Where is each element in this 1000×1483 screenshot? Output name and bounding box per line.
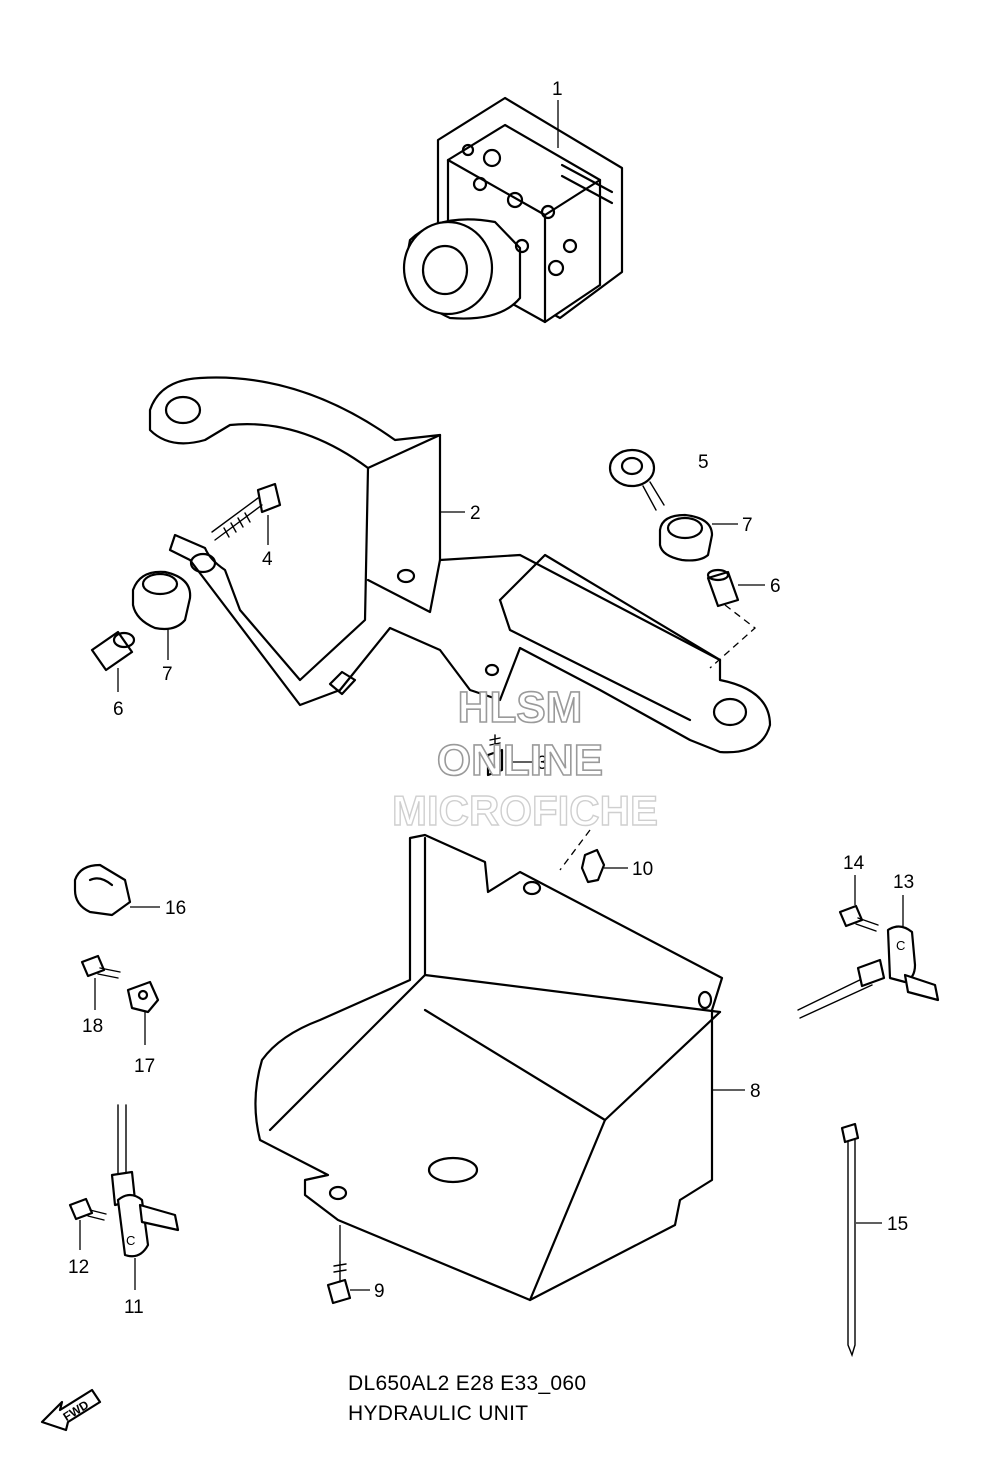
callout-17: 17 [134,1056,155,1077]
tray-part-8[interactable] [254,833,724,1302]
washer-bolt-part-5[interactable] [608,448,665,511]
callout-5: 5 [698,452,709,473]
wheel-sensor-part-13[interactable]: C [797,925,940,1019]
callout-1: 1 [552,79,563,100]
callout-18: 18 [82,1016,103,1037]
callout-15: 15 [887,1214,908,1235]
callout-7-left: 7 [162,664,173,685]
watermark-line-1: HLSM [458,683,583,732]
callout-8: 8 [750,1081,761,1102]
bolt-part-4[interactable] [211,482,282,541]
callout-10: 10 [632,859,653,880]
cable-tie-part-15[interactable] [840,1122,860,1358]
callout-11: 11 [124,1297,144,1318]
callout-3: 3 [537,753,548,774]
grommet-part-7-left[interactable] [131,570,192,631]
callout-12: 12 [68,1257,89,1278]
grommet-part-7-right[interactable] [658,513,714,562]
callout-14: 14 [843,853,865,874]
nut-part-17[interactable] [126,980,160,1014]
clamp-part-16[interactable] [73,863,132,917]
collar-part-6-left[interactable] [90,630,136,672]
bolt-part-12[interactable] [68,1197,107,1221]
svg-text:C: C [126,1233,135,1248]
diagram-code: DL650AL2 E28 E33_060 [348,1372,587,1395]
clip-part-10[interactable] [580,848,606,884]
hydraulic-unit-part-1[interactable] [402,96,624,324]
watermark-line-3: MICROFICHE [392,787,658,834]
bolt-part-3[interactable] [486,734,504,777]
callout-7-right: 7 [742,515,753,536]
callout-2: 2 [470,503,481,524]
bracket-part-2[interactable] [148,376,772,754]
bolt-part-9[interactable] [326,1261,352,1305]
svg-text:C: C [896,938,905,953]
diagram-title: HYDRAULIC UNIT [348,1402,529,1425]
watermark: HLSM ONLINE MICROFICHE [391,682,658,835]
wheel-sensor-part-11[interactable]: C [110,1104,180,1258]
callout-16: 16 [165,898,186,919]
callout-6-left: 6 [113,699,124,720]
watermark-line-2: ONLINE [437,736,603,785]
fwd-arrow-icon: FWD [40,1388,102,1432]
collar-part-6-right[interactable] [706,568,740,608]
callout-6-right: 6 [770,576,781,597]
bolt-part-18[interactable] [80,954,121,979]
callout-4: 4 [262,549,273,570]
callout-9: 9 [374,1281,385,1302]
bolt-part-14[interactable] [838,904,879,932]
callout-13: 13 [893,872,914,893]
